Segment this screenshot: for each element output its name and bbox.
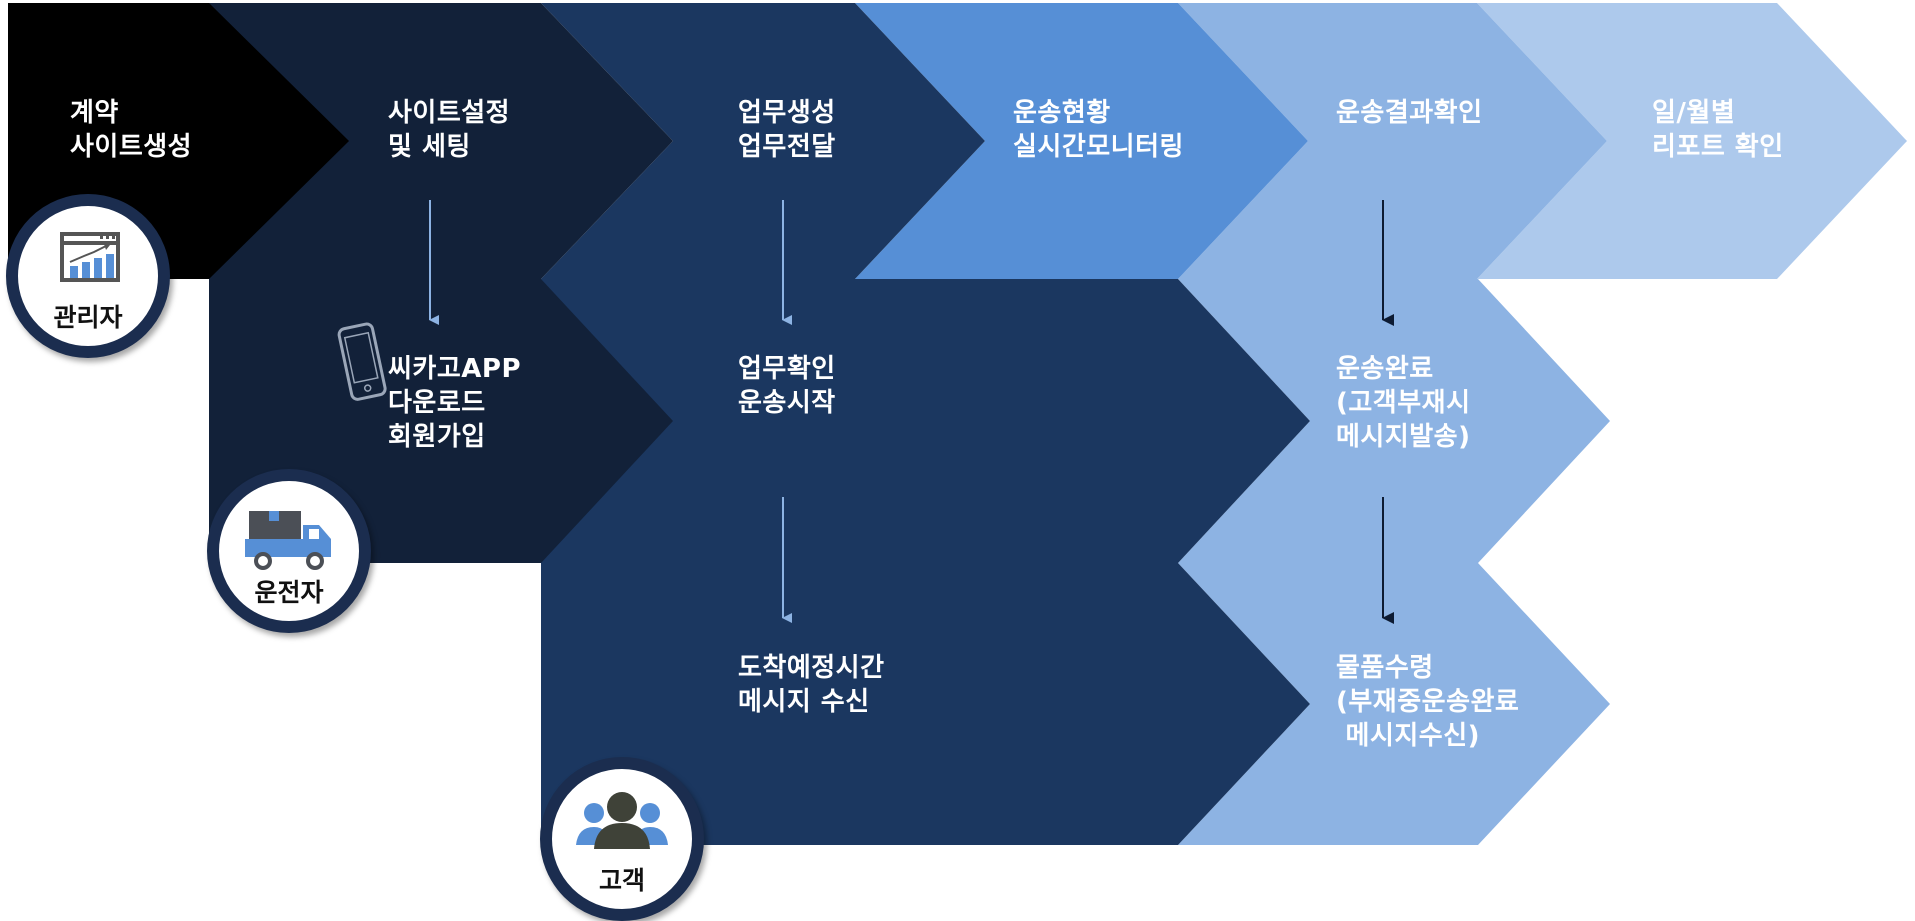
chevron-task-create	[541, 3, 985, 279]
role-customer-name: 고객	[598, 866, 645, 895]
step-eta-label: 도착예정시간 메시지 수신	[738, 653, 885, 717]
smartphone-icon	[337, 322, 387, 401]
step-result-label: 운송결과확인	[1336, 98, 1483, 128]
role-admin-name: 관리자	[53, 303, 123, 332]
step-app-label: 씨카고APP 다운로드 회원가입	[388, 354, 521, 452]
role-badge-customer: 고객	[540, 757, 704, 921]
role-driver-name: 운전자	[254, 578, 324, 607]
dashboard-chart-icon	[60, 232, 120, 282]
step-site-setup-label: 사이트설정 및 세팅	[388, 98, 511, 162]
step-task-create-label: 업무생성 업무전달	[738, 98, 836, 162]
role-badge-driver: 운전자	[207, 469, 371, 633]
chevron-site-setup	[209, 3, 673, 279]
chevron-delivery-done	[1178, 279, 1610, 563]
step-delivery-done-label: 운송완료 (고객부재시 메시지발송)	[1336, 354, 1471, 452]
step-received-label: 물품수령 (부재중운송완료 메시지수신)	[1336, 653, 1520, 751]
chevron-report	[1477, 3, 1907, 279]
step-contract-label: 계약 사이트생성	[70, 98, 193, 162]
role-badge-admin: 관리자	[6, 194, 170, 358]
chevron-result	[1178, 3, 1607, 279]
band-customer	[541, 563, 1310, 845]
truck-icon	[245, 511, 331, 570]
step-realtime-label: 운송현황 실시간모니터링	[1013, 98, 1184, 162]
chevron-received	[1178, 563, 1610, 845]
band-driver	[541, 279, 1310, 563]
chevron-realtime	[855, 3, 1308, 279]
step-report-label: 일/월별 리포트 확인	[1652, 98, 1784, 162]
people-group-icon	[576, 792, 668, 849]
step-task-confirm-label: 업무확인 운송시작	[738, 354, 836, 418]
